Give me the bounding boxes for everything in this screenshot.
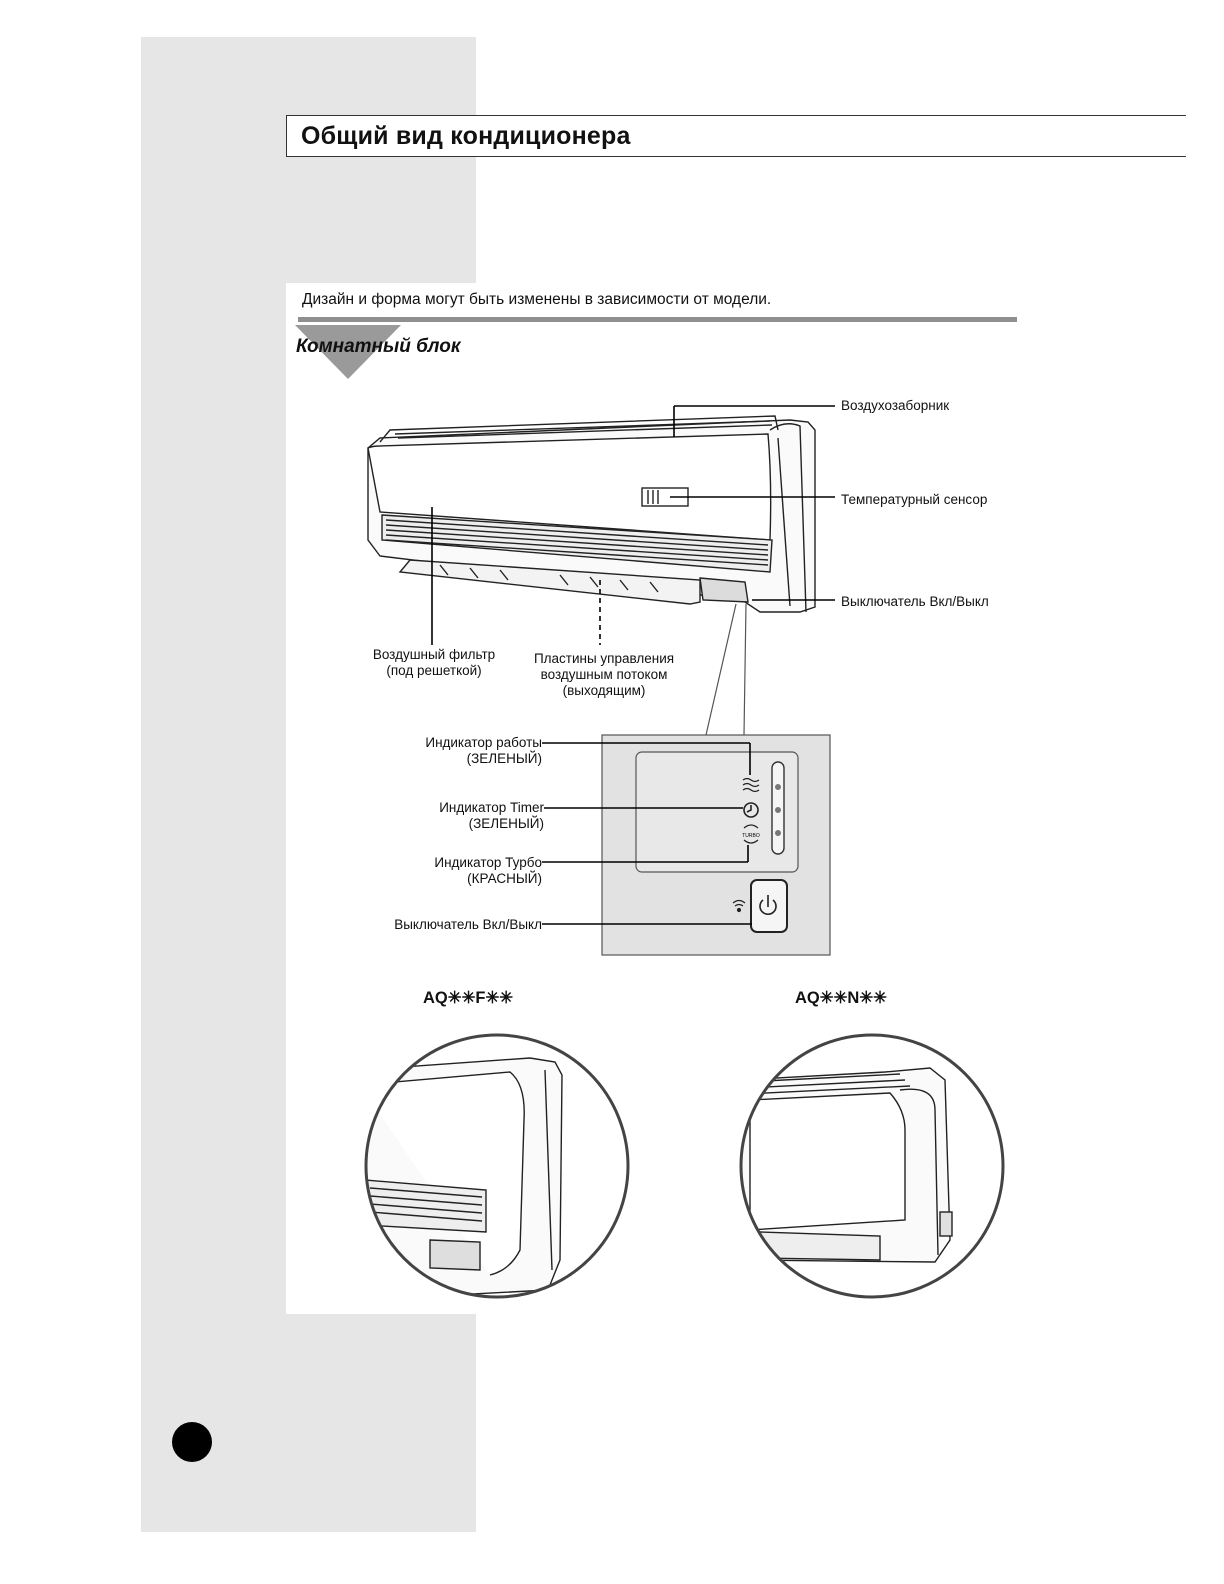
model-n-name: AQ✳✳N✳✳	[795, 989, 887, 1007]
title-box	[286, 115, 1186, 157]
turbo-icon	[743, 824, 759, 844]
turbo-indicator-label: Индикатор Турбо (КРАСНЫЙ)	[434, 855, 542, 886]
section-rule	[298, 317, 1017, 322]
power-switch-label: Выключатель Вкл/Выкл	[841, 594, 989, 609]
model-f-detail	[364, 1033, 630, 1299]
receiver-icon	[732, 899, 746, 913]
operation-indicator-label: Индикатор работы (ЗЕЛЕНЫЙ)	[425, 735, 542, 766]
louvers-label: Пластины управления воздушным потоком (в…	[533, 651, 675, 698]
power-button-image	[750, 879, 788, 933]
model-f-name: AQ✳✳F✳✳	[423, 989, 514, 1007]
page-title: Общий вид кондиционера	[301, 122, 631, 150]
section-title: Комнатный блок	[296, 336, 461, 357]
page-number-dot	[172, 1422, 212, 1462]
air-intake-label: Воздухозаборник	[841, 398, 950, 413]
model-n-detail	[739, 1033, 1005, 1299]
temp-sensor-label: Температурный сенсор	[841, 492, 988, 507]
turbo-icon-text: TURBO	[742, 833, 760, 839]
power-icon	[759, 895, 777, 915]
timer-icon	[743, 802, 759, 818]
design-note: Дизайн и форма могут быть изменены в зав…	[302, 291, 772, 308]
operation-icon	[742, 777, 760, 793]
timer-indicator-label: Индикатор Timer (ЗЕЛЕНЫЙ)	[439, 800, 544, 831]
section-marker	[295, 325, 401, 379]
air-filter-label: Воздушный фильтр (под решеткой)	[372, 647, 496, 678]
display-power-switch-label: Выключатель Вкл/Выкл	[394, 917, 542, 932]
